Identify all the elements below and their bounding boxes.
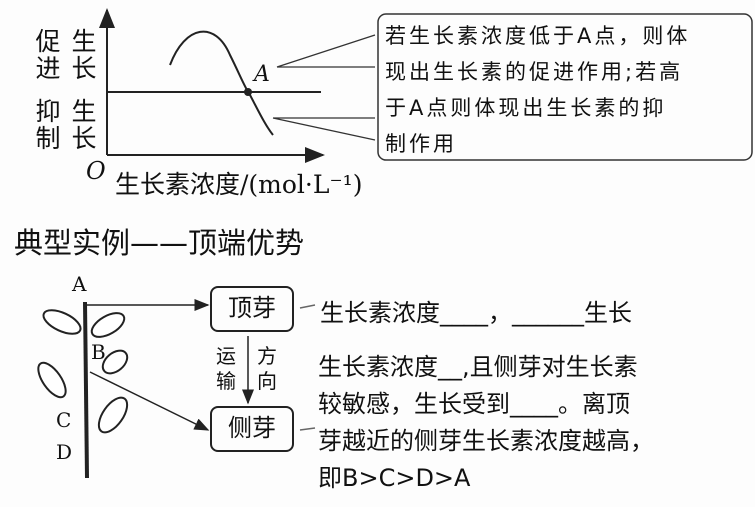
point-a-label: A [254, 62, 270, 87]
y-label-promote-2: 生长 [68, 28, 97, 82]
x-axis-label: 生长素浓度/(mol·L⁻¹) [115, 170, 363, 199]
y-label-inhibit: 抑制 [32, 98, 61, 152]
lateral-text-4: 即B>C>D>A [318, 464, 471, 492]
dash-marks [299, 304, 316, 431]
stem [83, 301, 89, 479]
callout-box [377, 13, 753, 161]
lateral-bud-box: 侧芽 [210, 406, 294, 452]
callout-pointers [272, 34, 376, 141]
apical-text: 生长素浓度____，______生长 [320, 299, 632, 327]
leaves [37, 309, 129, 434]
apical-bud-box: 顶芽 [210, 286, 294, 332]
label-b: B [91, 340, 106, 364]
transport-label: 运输 [216, 344, 236, 393]
growth-curve [169, 30, 274, 136]
y-label-inhibit-2: 生长 [68, 98, 97, 152]
origin-label: O [86, 157, 106, 185]
callout-line-2: 现出生长素的促进作用;若高 [385, 60, 684, 84]
point-a [244, 88, 252, 96]
section-title: 典型实例——顶端优势 [14, 226, 305, 260]
callout-line-4: 制作用 [385, 132, 457, 156]
lateral-text-1: 生长素浓度__,且侧芽对生长素 [318, 353, 638, 381]
direction-label: 方向 [257, 344, 277, 393]
label-a: A [72, 272, 87, 296]
label-c: C [56, 408, 72, 432]
y-label-promote: 促进 [32, 28, 61, 82]
arrow-to-lateral [89, 371, 210, 431]
lateral-text-2: 较敏感，生长受到____。离顶 [318, 390, 630, 418]
callout-line-3: 于A点则体现出生长素的抑 [385, 96, 667, 120]
lateral-text-3: 芽越近的侧芽生长素浓度越高， [318, 427, 654, 455]
callout-line-1: 若生长素浓度低于A点，则体 [385, 24, 691, 48]
label-d: D [56, 440, 73, 464]
